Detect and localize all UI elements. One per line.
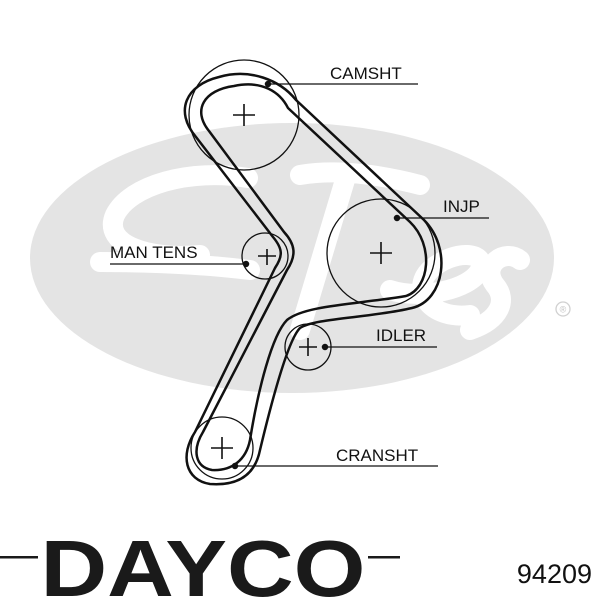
part-number: 94209 <box>517 559 592 589</box>
crankshaft-center-mark <box>211 437 233 459</box>
belt-outer <box>183 72 443 486</box>
injp-leader-dot <box>393 214 401 222</box>
man-tens-label: MAN TENS <box>110 243 198 262</box>
cranksht-label: CRANSHT <box>336 446 418 465</box>
manual-tensioner-center-mark <box>258 249 276 265</box>
dayco-logo: DAYCO <box>0 524 400 600</box>
registered-mark: ® <box>560 305 567 315</box>
manual-tensioner-pulley <box>241 232 289 280</box>
dayco-logo-text: DAYCO <box>41 524 366 600</box>
cranksht-leader-dot <box>231 462 239 470</box>
camshaft-center-mark <box>233 104 255 126</box>
camshaft-pulley <box>188 59 300 171</box>
crankshaft-pulley <box>190 416 254 480</box>
injection-pump-pulley <box>326 198 436 308</box>
idler-label: IDLER <box>376 326 426 345</box>
logo-line-right <box>368 556 400 559</box>
man-tens-leader-dot <box>242 260 250 268</box>
camshaft-label: CAMSHT <box>330 64 402 83</box>
injection-pump-center-mark <box>370 242 392 264</box>
belt-inner <box>195 83 428 472</box>
camshaft-leader-dot <box>264 80 272 88</box>
idler-leader-dot <box>321 343 329 351</box>
idler-center-mark <box>299 338 317 356</box>
camshaft-pulley-outline <box>188 59 300 171</box>
leader-lines <box>110 80 489 470</box>
manual-tensioner-outline <box>241 232 289 280</box>
registered-mark-circle <box>555 301 571 317</box>
logo-line-left <box>0 556 38 559</box>
injp-label: INJP <box>443 197 480 216</box>
injection-pump-pulley-outline <box>326 198 436 308</box>
crankshaft-pulley-outline <box>190 416 254 480</box>
